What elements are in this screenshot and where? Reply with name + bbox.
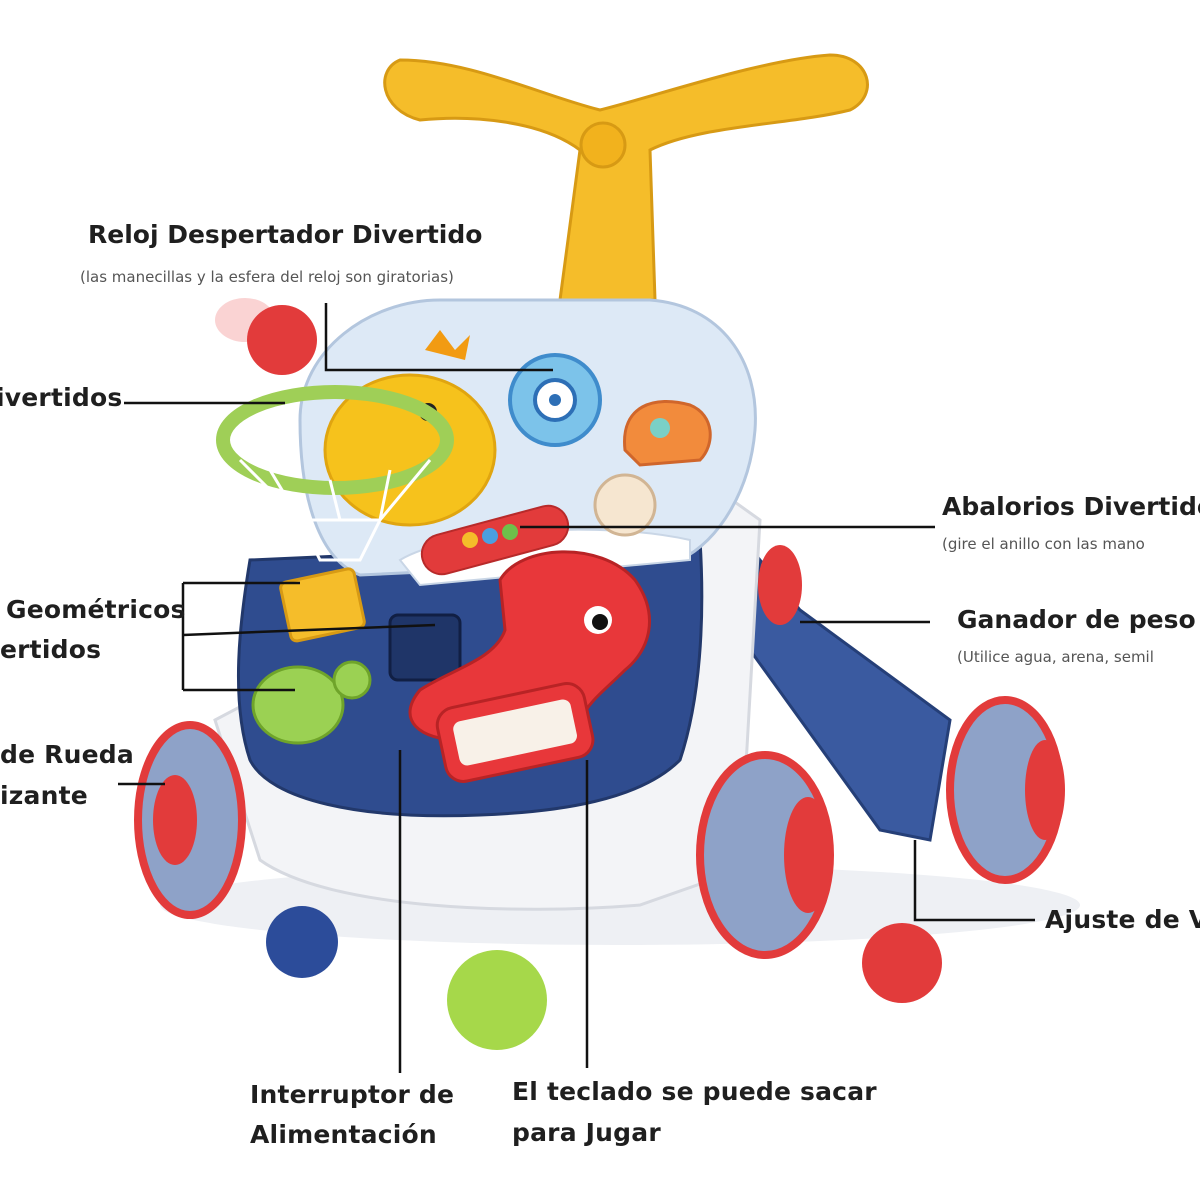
bead-rattle bbox=[420, 504, 570, 576]
ball-green bbox=[447, 950, 547, 1050]
weight-sublabel: (Utilice agua, arena, semil bbox=[957, 648, 1154, 666]
keyboard-label-line1: El teclado se puede sacar bbox=[512, 1077, 877, 1106]
flying-ball bbox=[215, 298, 317, 375]
clock-label: Reloj Despertador Divertido bbox=[88, 220, 483, 249]
weight-label: Ganador de peso bbox=[957, 605, 1196, 634]
dinosaur-keyboard bbox=[408, 550, 651, 783]
yellow-handle bbox=[383, 53, 869, 302]
ball-red bbox=[862, 923, 942, 1003]
shape-sorter bbox=[279, 567, 366, 643]
speed-label: Ajuste de Ve bbox=[1045, 905, 1200, 934]
turtle-toy bbox=[251, 660, 372, 745]
beads-label: Abalorios Divertido bbox=[942, 492, 1200, 521]
ball-blue bbox=[266, 906, 338, 978]
power-label-line1: Interruptor de bbox=[250, 1080, 455, 1109]
power-label-line2: Alimentación bbox=[250, 1120, 437, 1149]
shapes-label-line2: ertidos bbox=[0, 635, 102, 664]
beads-sublabel: (gire el anillo con las mano bbox=[942, 535, 1145, 553]
wheel-rear-right bbox=[946, 696, 1065, 884]
shell-toy bbox=[623, 400, 712, 467]
clock-sublabel: (las manecillas y la esfera del reloj so… bbox=[80, 268, 454, 286]
hoop-label: ivertidos bbox=[0, 383, 123, 412]
seal-toy bbox=[593, 473, 657, 537]
wheel-label-line1: de Rueda bbox=[0, 740, 134, 769]
keyboard-label-line2: para Jugar bbox=[512, 1118, 661, 1147]
wheel-front-right bbox=[696, 751, 834, 959]
basketball-hoop bbox=[216, 385, 454, 562]
shapes-label-line1: Geométricos bbox=[6, 595, 186, 624]
mirror-toy bbox=[388, 613, 462, 682]
wheel-front-left bbox=[134, 721, 246, 919]
clock-toy bbox=[508, 353, 602, 447]
leader-lines bbox=[118, 303, 1035, 1073]
wheel-label-line2: izante bbox=[0, 781, 88, 810]
